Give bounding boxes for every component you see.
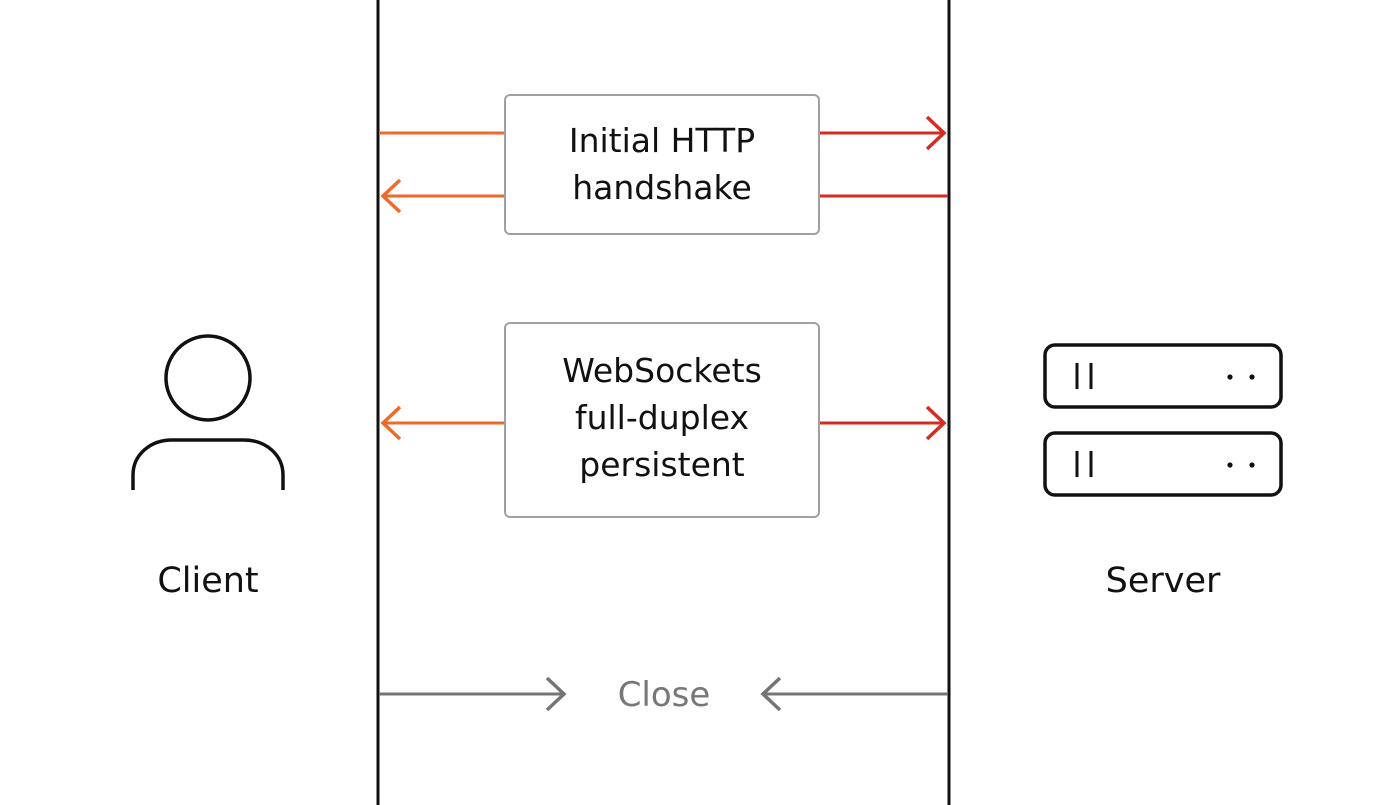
websocket-server-arrow bbox=[819, 405, 947, 441]
client-label: Client bbox=[157, 561, 258, 601]
server-icon bbox=[1043, 343, 1283, 497]
close-client-arrow bbox=[379, 676, 567, 712]
websocket-client-arrow bbox=[380, 405, 505, 441]
handshake-box: Initial HTTP handshake bbox=[504, 94, 820, 235]
websocket-line-2: full-duplex bbox=[575, 398, 749, 437]
server-label: Server bbox=[1106, 561, 1221, 601]
handshake-line-1: Initial HTTP bbox=[569, 121, 755, 160]
handshake-request-arrow bbox=[379, 115, 947, 151]
close-label: Close bbox=[618, 675, 711, 715]
websocket-box: WebSockets full-duplex persistent bbox=[504, 322, 820, 518]
handshake-line-2: handshake bbox=[572, 168, 752, 207]
user-icon bbox=[131, 334, 285, 490]
websocket-line-1: WebSockets bbox=[562, 351, 762, 390]
close-server-arrow bbox=[760, 676, 948, 712]
handshake-response-arrow bbox=[380, 178, 948, 214]
websocket-line-3: persistent bbox=[579, 445, 745, 484]
